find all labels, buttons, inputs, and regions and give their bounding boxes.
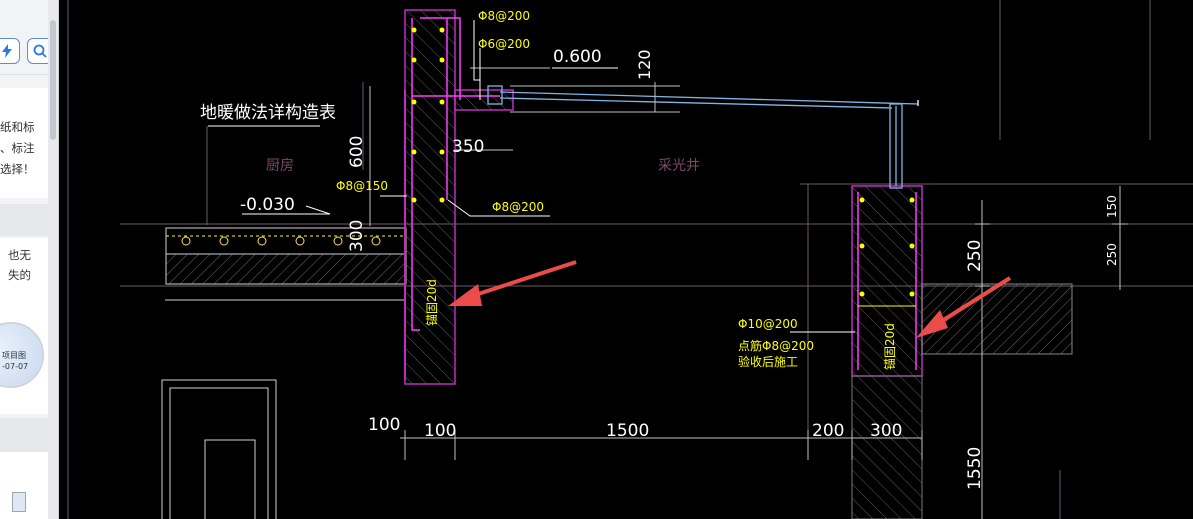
title-table-label: 地暖做法详构造表 <box>200 103 336 123</box>
message2-line-2: 失的 <box>8 268 31 282</box>
document-icon <box>12 492 26 512</box>
dim-300: 300 <box>870 421 902 441</box>
elevation-top: 0.600 <box>553 47 602 67</box>
rebar-label-1: Φ8@200 <box>478 9 530 23</box>
skylight-glass <box>487 85 919 189</box>
scrollbar-thumb[interactable] <box>50 20 56 140</box>
dim-350: 350 <box>452 137 484 157</box>
message-card[interactable] <box>0 88 48 198</box>
message-line-1: 纸和标 <box>0 120 35 134</box>
thumbnail-date: -07-07 <box>2 362 29 371</box>
room-lightwell-label: 采光井 <box>658 158 700 174</box>
right-wall <box>851 185 1073 519</box>
divider-band-2 <box>0 418 48 452</box>
dimension-lines <box>369 67 1128 519</box>
annotation-arrows <box>448 260 1012 338</box>
dim-120: 120 <box>635 49 654 80</box>
cad-drawing-canvas[interactable]: 地暖做法详构造表 厨房 采光井 0.600 -0.030 Φ8@200 Φ6@2… <box>58 0 1193 519</box>
rebar-label-5: Φ10@200 <box>738 317 798 331</box>
dim-100-a: 100 <box>368 415 400 435</box>
drawing-labels: 地暖做法详构造表 厨房 采光井 0.600 -0.030 Φ8@200 Φ6@2… <box>200 9 1119 490</box>
project-thumbnail[interactable]: 项目图 -07-07 <box>0 322 44 388</box>
room-kitchen-label: 厨房 <box>266 158 294 174</box>
dim-1500: 1500 <box>606 421 649 441</box>
dim-1550: 1550 <box>965 447 985 490</box>
divider-band <box>0 204 48 236</box>
rebar-label-6: 点筋Φ8@200 <box>738 338 814 353</box>
rebar-label-4: Φ8@200 <box>492 200 544 214</box>
dim-300-vertical: 300 <box>347 220 367 252</box>
scrollbar[interactable] <box>48 0 58 519</box>
thumbnail-title: 项目图 <box>2 351 26 360</box>
dim-600: 600 <box>347 136 367 168</box>
dim-100-b: 100 <box>424 421 456 441</box>
floor-slab <box>165 227 407 285</box>
message2-line-1: 也无 <box>8 248 31 262</box>
elevation-floor: -0.030 <box>240 195 295 215</box>
bolt-icon[interactable] <box>0 38 20 64</box>
message-line-3: 选择！ <box>0 162 35 176</box>
left-wall <box>404 9 514 385</box>
rebar-label-2: Φ6@200 <box>478 37 530 51</box>
message-line-2: 、标注 <box>0 141 35 155</box>
lower-structure-lines <box>161 299 406 519</box>
rebar-label-7: 验收后施工 <box>738 354 798 369</box>
anchor-left-label: 锚固20d <box>424 279 439 326</box>
dim-250-b: 250 <box>1105 243 1119 266</box>
anchor-right-label: 锚固20d <box>882 323 897 370</box>
rebar-label-3: Φ8@150 <box>336 179 388 193</box>
dim-150: 150 <box>1105 195 1119 218</box>
divider <box>0 74 48 75</box>
dim-200: 200 <box>812 421 844 441</box>
leader-lines <box>208 20 855 333</box>
dim-250: 250 <box>965 240 985 272</box>
